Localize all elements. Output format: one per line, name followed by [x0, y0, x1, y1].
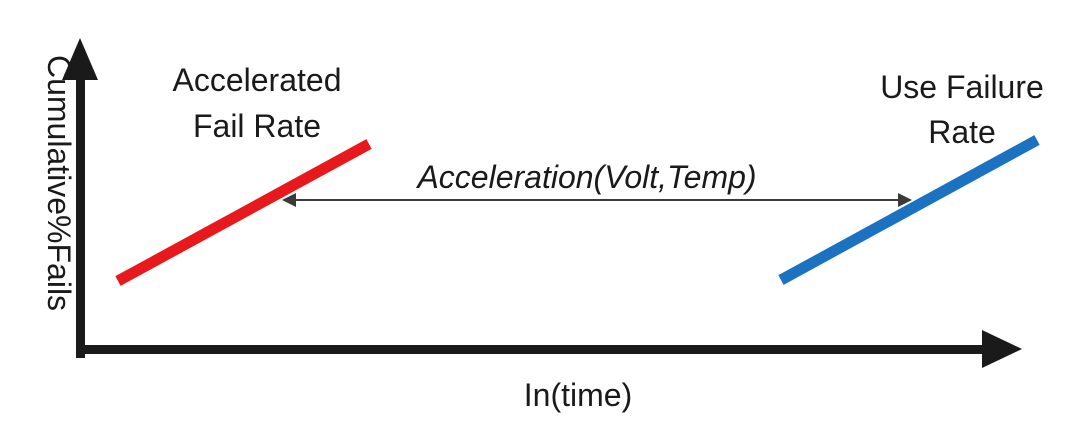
acceleration-arrowhead-left	[282, 193, 296, 207]
use-failure-rate-label-line1: Use Failure	[880, 69, 1044, 105]
y-axis	[76, 78, 85, 358]
y-axis-label: Cumulative%Fails	[41, 55, 77, 311]
accelerated-fail-rate-line	[115, 139, 372, 286]
acceleration-arrowhead-right	[898, 193, 912, 207]
accelerated-fail-rate-label-line2: Fail Rate	[193, 108, 321, 144]
x-axis-arrowhead	[982, 330, 1022, 368]
x-axis-label: In(time)	[524, 377, 632, 413]
use-failure-rate-line	[778, 135, 1040, 285]
accelerated-fail-rate-label-line1: Accelerated	[173, 62, 342, 98]
y-axis-arrowhead	[62, 38, 98, 80]
x-axis	[76, 345, 986, 354]
use-failure-rate-label-line2: Rate	[928, 114, 996, 150]
acceleration-label: Acceleration(Volt,Temp)	[415, 159, 756, 195]
